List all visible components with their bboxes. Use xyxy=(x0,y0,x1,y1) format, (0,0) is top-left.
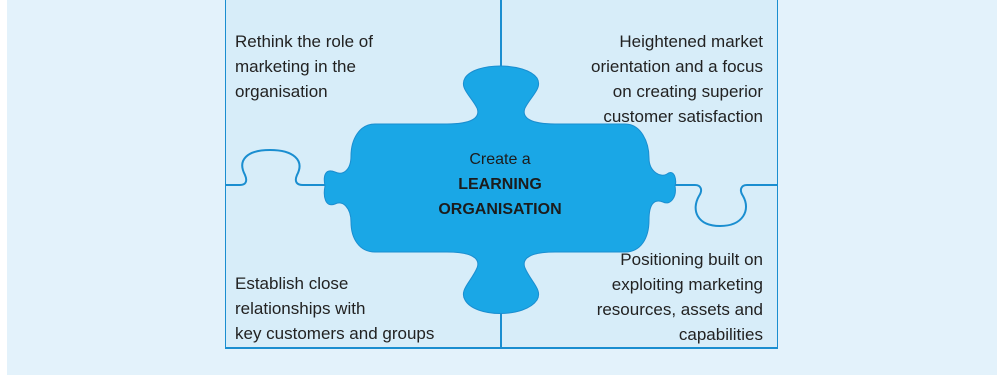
center-puzzle-piece xyxy=(323,65,677,314)
top-right-line-3: on creating superior xyxy=(612,82,763,101)
top-left-line-1: Rethink the role of xyxy=(235,32,373,51)
top-left-text: Rethink the role of marketing in the org… xyxy=(235,29,373,104)
bottom-right-line-2: exploiting marketing xyxy=(611,275,763,294)
top-left-line-3: organisation xyxy=(235,82,328,101)
top-right-text: Heightened market orientation and a focu… xyxy=(591,29,763,129)
puzzle-diagram xyxy=(225,0,778,349)
bottom-left-line-3: key customers and groups xyxy=(235,324,435,343)
bottom-right-text: Positioning built on exploiting marketin… xyxy=(597,247,763,347)
top-left-line-2: marketing in the xyxy=(235,57,356,76)
bottom-left-text: Establish close relationships with key c… xyxy=(235,271,434,346)
center-label: Create a LEARNING ORGANISATION xyxy=(415,147,585,222)
bottom-right-line-3: resources, assets and xyxy=(596,300,763,319)
puzzle-graphic xyxy=(225,0,778,349)
top-right-line-2: orientation and a focus xyxy=(590,57,763,76)
bottom-left-line-2: relationships with xyxy=(235,299,366,318)
center-line-3: ORGANISATION xyxy=(438,201,562,218)
bottom-left-line-1: Establish close xyxy=(235,274,349,293)
center-line-1: Create a xyxy=(469,151,531,168)
top-right-line-1: Heightened market xyxy=(619,32,763,51)
top-right-line-4: customer satisfaction xyxy=(603,107,763,126)
center-line-2: LEARNING xyxy=(458,176,542,193)
bottom-right-line-1: Positioning built on xyxy=(620,250,763,269)
bottom-right-line-4: capabilities xyxy=(678,325,763,344)
